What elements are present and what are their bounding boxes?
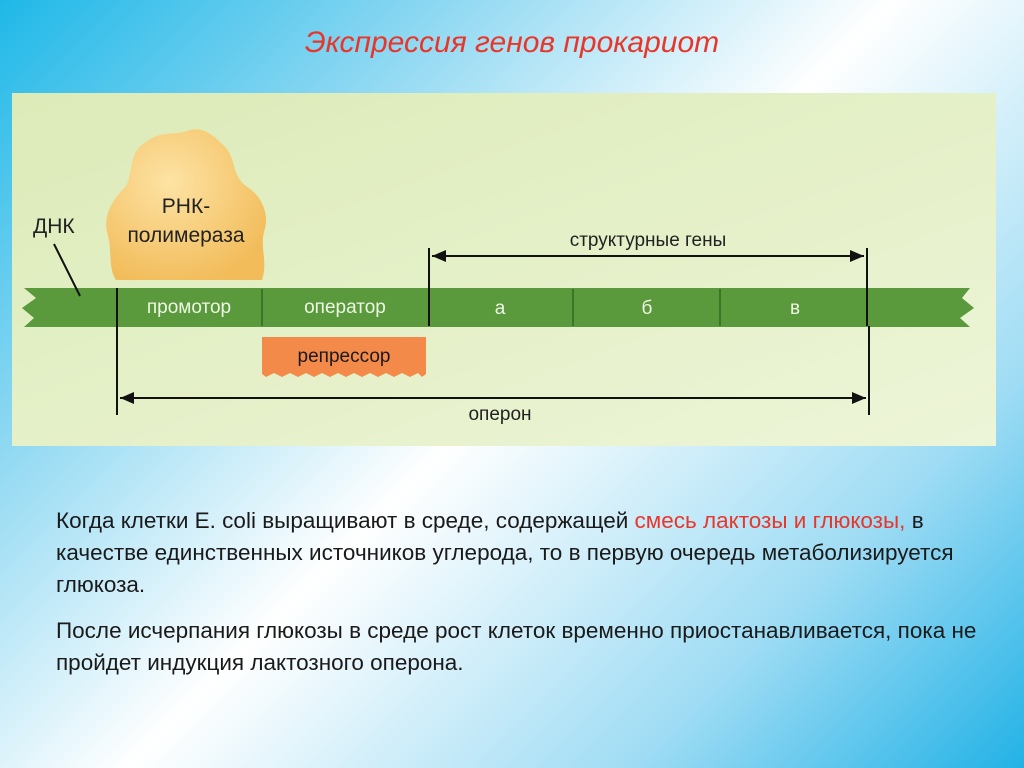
rna-polymerase-label-line2: полимераза: [127, 224, 244, 247]
dna-strand: [22, 288, 974, 327]
structural-genes-label: структурные гены: [570, 230, 727, 251]
paragraph-1: Когда клетки E. coli выращивают в среде,…: [56, 508, 954, 597]
rna-polymerase-label-line1: РНК-: [162, 195, 210, 218]
slide-title: Экспрессия генов прокариот: [304, 26, 720, 59]
description-text: Когда клетки E. coli выращивают в среде,…: [56, 505, 986, 693]
rna-polymerase-shape: [106, 129, 266, 280]
paragraph-2: После исчерпания глюкозы в среде рост кл…: [56, 618, 977, 675]
dna-label: ДНК: [33, 215, 75, 238]
repressor-label: репрессор: [298, 346, 391, 367]
operon-label: оперон: [468, 404, 531, 425]
gene-b-label: б: [642, 298, 653, 319]
gene-c-label: в: [790, 298, 800, 319]
repressor-shape: [262, 337, 426, 377]
highlight-lactose-glucose: смесь лактозы и глюкозы,: [634, 508, 906, 533]
gene-a-label: а: [495, 298, 506, 319]
dna-pointer-line: [53, 243, 81, 297]
operator-label: оператор: [304, 297, 386, 318]
promoter-label: промотор: [147, 297, 231, 318]
